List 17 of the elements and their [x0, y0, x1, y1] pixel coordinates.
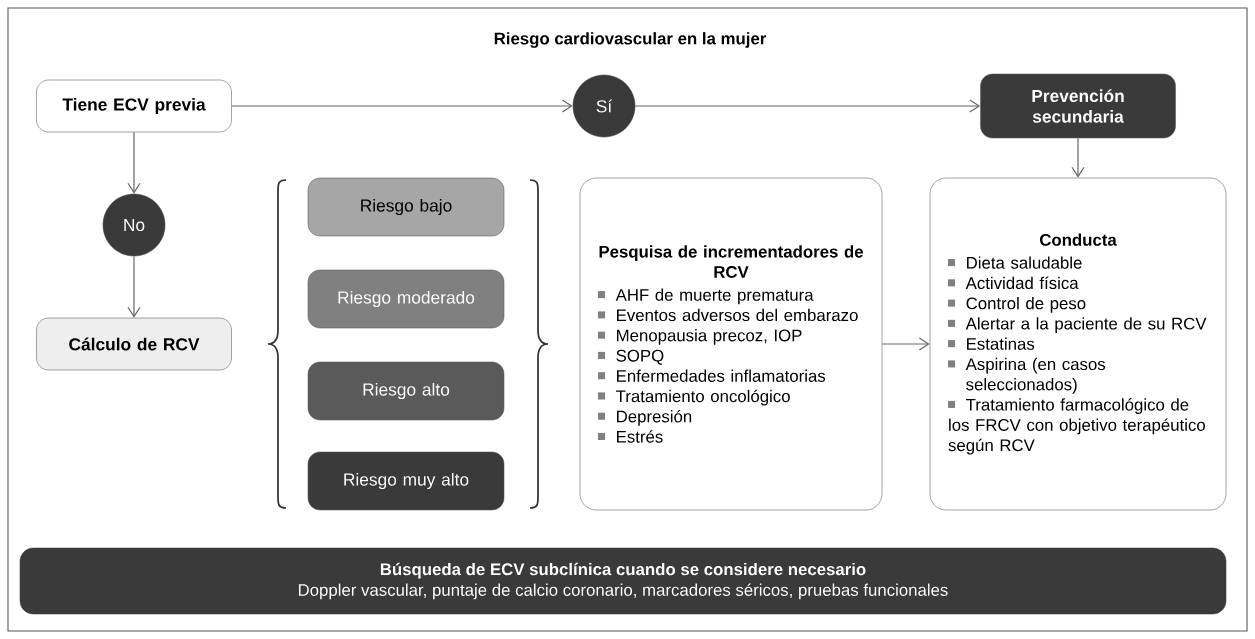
process-box: Cálculo de RCV: [36, 317, 232, 371]
title: Riesgo cardiovascular en la mujer: [494, 32, 767, 48]
risk-box: Riesgo bajo: [307, 177, 505, 237]
arrow: [881, 337, 930, 351]
arrow: [1071, 137, 1085, 178]
arrow: [127, 255, 141, 318]
process-box: Tiene ECV previa: [36, 79, 232, 133]
arrow: [127, 131, 141, 194]
risk-box: Riesgo alto: [307, 361, 505, 421]
arrow: [231, 99, 573, 113]
arrow: [634, 99, 981, 113]
banner-box: Búsqueda de ECV subclínica cuando se considere necesario Doppler vascular, puntaje de calcio coronario, marcadores séricos, pruebas funcionales: [19, 547, 1227, 615]
list-box: Pesquisa de incrementadores de RCV AHF de muerte prematura Eventos adversos del embarazo Menopausia precoz, IOP SOPQ Enfermedades inflamatorias Tratamiento oncológico Depresión Estrés: [579, 177, 883, 511]
list-box: Conducta Dieta saludable Actividad física Control de peso Alertar a la paciente de su RCV Estatinas Aspirina (en casos seleccionados) Tratamiento farmacológico de los FRCV con objetivo terapéutico según RCV: [929, 177, 1227, 511]
risk-box: Riesgo moderado: [307, 269, 505, 329]
risk-box: Riesgo muy alto: [307, 451, 505, 511]
process-box: Prevención secundaria: [980, 73, 1176, 139]
